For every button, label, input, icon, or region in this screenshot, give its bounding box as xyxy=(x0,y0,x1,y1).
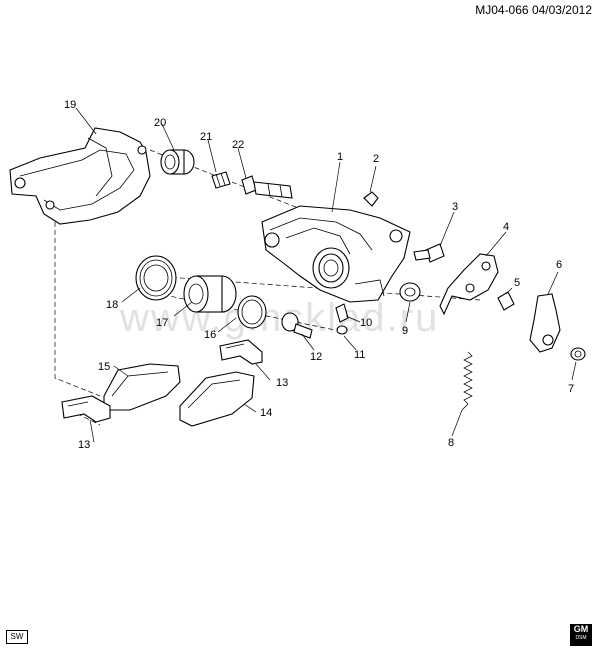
dust-boot xyxy=(135,255,177,301)
diagram-code: MJ04-066 xyxy=(475,3,529,17)
callout-2: 2 xyxy=(373,153,379,165)
callout-21: 21 xyxy=(200,131,212,143)
outer-brake-pad xyxy=(179,371,255,427)
callout-10: 10 xyxy=(360,317,372,329)
callout-17: 17 xyxy=(156,317,168,329)
watermark: www.gmsklad.ru xyxy=(120,296,440,340)
callout-4: 4 xyxy=(503,221,509,233)
leader-lines xyxy=(75,107,577,443)
guide-pin-boot xyxy=(211,171,231,189)
sw-badge: SW xyxy=(6,630,28,644)
callout-15: 15 xyxy=(98,361,110,373)
bushing xyxy=(160,149,195,175)
adjuster-screw xyxy=(281,312,313,339)
callout-19: 19 xyxy=(64,99,76,111)
piston-seal xyxy=(237,295,267,329)
callout-18: 18 xyxy=(106,299,118,311)
inner-brake-pad xyxy=(103,363,181,411)
park-brake-lever xyxy=(439,253,499,316)
callout-9: 9 xyxy=(402,325,408,337)
callout-20: 20 xyxy=(154,117,166,129)
gm-logo: GM DSM xyxy=(570,624,592,646)
lever-nut xyxy=(570,347,586,361)
callout-3: 3 xyxy=(452,201,458,213)
lever-seal xyxy=(399,282,421,302)
lever-bolt xyxy=(497,291,515,311)
callout-22: 22 xyxy=(232,139,244,151)
callout-1: 1 xyxy=(337,151,343,163)
caliper-bracket xyxy=(9,127,151,225)
gm-logo-text: GM xyxy=(573,624,589,634)
caliper-bolt xyxy=(413,243,445,263)
bleeder-cap-lower xyxy=(336,325,348,335)
diagram-date: 04/03/2012 xyxy=(531,3,592,17)
piston xyxy=(183,275,237,313)
bleeder-cap xyxy=(363,191,379,207)
lever-bracket xyxy=(529,293,561,353)
callout-6: 6 xyxy=(556,259,562,271)
diagram-header: MJ04-066 04/03/2012 xyxy=(475,3,592,17)
callout-8: 8 xyxy=(448,437,454,449)
callout-labels: 1 2 3 4 5 6 7 8 9 10 11 12 13 13 14 15 1… xyxy=(64,99,574,451)
callout-5: 5 xyxy=(514,277,520,289)
pad-clip-lower xyxy=(61,395,111,423)
callout-13-upper: 13 xyxy=(276,377,288,389)
return-spring xyxy=(461,351,473,411)
bleeder-valve xyxy=(335,303,349,323)
callout-12: 12 xyxy=(310,351,322,363)
callout-13-lower: 13 xyxy=(78,439,90,451)
pad-clip-upper xyxy=(219,339,263,365)
callout-11: 11 xyxy=(354,349,365,361)
callout-7: 7 xyxy=(568,383,574,395)
caliper-housing xyxy=(261,205,411,303)
guide-pin-bolt xyxy=(241,175,293,199)
callout-16: 16 xyxy=(204,329,216,341)
callout-14: 14 xyxy=(260,407,272,419)
gm-logo-subtext: DSM xyxy=(575,635,587,641)
